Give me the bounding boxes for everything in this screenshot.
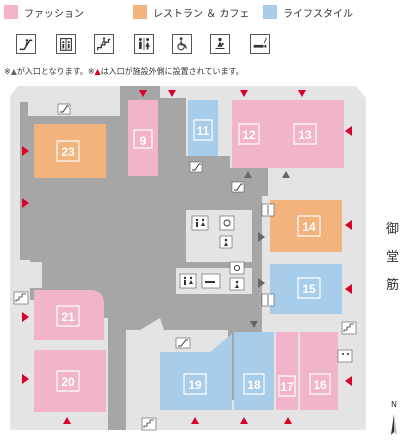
entrance-arrow-inner xyxy=(258,232,265,242)
store-15[interactable]: 15 xyxy=(270,264,342,314)
street-name-char: 堂 xyxy=(386,250,400,265)
store-19[interactable]: 19 xyxy=(160,334,232,410)
entrance-arrow-outer xyxy=(22,198,29,208)
entrance-arrow-outer xyxy=(345,284,352,294)
map-restroom-icon xyxy=(179,273,197,289)
entrance-arrow-outer xyxy=(139,90,147,97)
map-baby-room-icon xyxy=(219,235,233,249)
store-11[interactable]: 11 xyxy=(188,100,218,156)
legend-fashion: ファッション xyxy=(4,4,84,20)
store-12[interactable]: 12 xyxy=(232,100,266,168)
entrance-arrow-inner xyxy=(258,278,265,288)
restroom-icon xyxy=(134,34,154,54)
store-23[interactable]: 23 xyxy=(34,124,106,178)
store-label-9: 9 xyxy=(140,134,147,148)
store-label-13: 13 xyxy=(298,128,312,142)
store-label-19: 19 xyxy=(188,378,202,392)
map-baby-room-icon xyxy=(229,277,245,291)
legend-label-lifestyle: ライフスタイル xyxy=(283,8,353,20)
store-20[interactable]: 20 xyxy=(34,350,106,412)
store-17[interactable]: 17 xyxy=(276,332,298,410)
stair-west xyxy=(26,262,42,288)
entrance-arrow-outer xyxy=(63,417,71,424)
legend-label-fashion: ファッション xyxy=(24,8,84,20)
entrance-arrow-outer xyxy=(345,220,352,230)
escalator-icon xyxy=(16,34,36,54)
west-core xyxy=(34,180,106,222)
store-label-23: 23 xyxy=(61,145,75,159)
store-label-15: 15 xyxy=(302,282,316,296)
entrance-arrow-inner xyxy=(244,171,252,178)
entrance-arrow-outer xyxy=(345,126,352,136)
store-label-18: 18 xyxy=(247,378,261,392)
store-9[interactable]: 9 xyxy=(128,100,158,176)
map-accessible-restroom-icon xyxy=(229,261,245,275)
outer-entrance-marker: ▲ xyxy=(94,67,101,76)
street-name-char: 御 xyxy=(386,222,400,237)
map-elevator-icon xyxy=(261,293,275,307)
stairs-icon xyxy=(94,34,114,54)
store-21[interactable]: 21 xyxy=(34,290,104,340)
entrance-arrow-outer xyxy=(168,90,176,97)
entrance-arrow-inner xyxy=(282,171,290,178)
map-restroom-icon xyxy=(191,215,209,231)
legend-swatch-fashion xyxy=(4,5,18,19)
store-label-20: 20 xyxy=(61,375,75,389)
north-label: N xyxy=(391,400,397,409)
store-13[interactable]: 13 xyxy=(266,100,344,168)
entrance-arrow-outer xyxy=(22,312,29,322)
legend-label-restaurant: レストラン ＆ カフェ xyxy=(153,8,250,20)
north-arrow-icon xyxy=(391,414,397,435)
inner-entrance-marker: ▲ xyxy=(10,67,17,76)
map-restroom-icon xyxy=(337,349,353,363)
store-16[interactable]: 16 xyxy=(300,332,338,410)
entrance-arrow-outer xyxy=(22,146,29,156)
legend-swatch-restaurant xyxy=(133,5,147,19)
entrance-note: ※▲が入口となります。※▲は入口が施設外側に設置されています。 xyxy=(4,67,244,76)
entrance-arrow-outer xyxy=(240,90,248,97)
store-label-21: 21 xyxy=(61,310,75,324)
map-elevator-icon xyxy=(261,203,275,217)
entrance-arrow-outer xyxy=(345,376,352,386)
store-label-14: 14 xyxy=(302,220,316,234)
accessible-restroom-icon xyxy=(172,34,192,54)
map-escalator-icon xyxy=(189,161,203,173)
street-name-char: 筋 xyxy=(386,278,400,293)
smoking-area-icon xyxy=(250,34,270,54)
elevator-icon xyxy=(56,34,76,54)
store-label-11: 11 xyxy=(197,124,210,138)
inner-entrances xyxy=(244,171,290,328)
map-smoking-area-icon xyxy=(201,273,221,289)
map-escalator-icon xyxy=(175,337,191,349)
legend-restaurant: レストラン ＆ カフェ xyxy=(133,4,249,20)
entrance-arrow-outer xyxy=(22,374,29,384)
map-escalator-icon xyxy=(57,103,71,115)
entrance-arrow-outer xyxy=(240,417,248,424)
legend-lifestyle: ライフスタイル xyxy=(263,4,353,20)
map-stairs-icon xyxy=(13,291,29,305)
west-light-strip xyxy=(28,102,120,116)
store-label-17: 17 xyxy=(280,380,294,394)
map-escalator-icon xyxy=(231,181,245,193)
map-stairs-icon xyxy=(141,417,157,431)
stair-south xyxy=(148,354,158,412)
outer-entrances xyxy=(22,90,352,424)
store-18[interactable]: 18 xyxy=(234,332,274,410)
entrance-arrow-inner xyxy=(250,321,258,328)
map-accessible-restroom-icon xyxy=(219,215,235,231)
store-14[interactable]: 14 xyxy=(270,200,342,252)
store-label-12: 12 xyxy=(242,128,256,142)
entrance-arrow-outer xyxy=(191,417,199,424)
store-label-16: 16 xyxy=(313,378,327,392)
baby-room-icon xyxy=(210,34,230,54)
entrance-arrow-outer xyxy=(298,90,306,97)
entrance-arrow-outer xyxy=(284,417,292,424)
map-stairs-icon xyxy=(341,321,357,335)
legend-swatch-lifestyle xyxy=(263,5,277,19)
